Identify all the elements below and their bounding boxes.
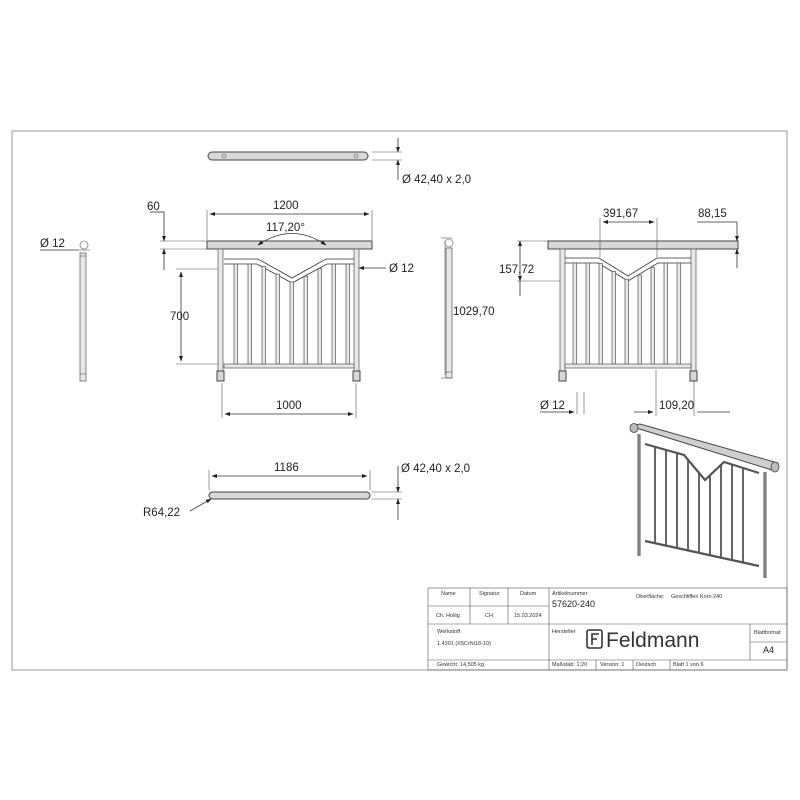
infill-bar [650,266,655,365]
language-label: Deutsch [636,662,656,668]
infill-bar [247,263,252,365]
infill-bar [303,275,308,365]
title-block: Name Signatur Datum Ch. Hollig CH 15.03.… [427,587,788,671]
infill-bar [611,271,616,365]
width-1000-dimension: 1000 [276,400,302,412]
drawing-date: 15.03.2024 [514,613,542,619]
manufacturer-label: Hersteller [552,629,576,635]
post-side-view: Ø 12 [40,238,90,382]
sheet-format-label: Blattformat [754,630,781,636]
infill-bar [345,263,350,365]
infill-bar [598,263,603,365]
dim-109-label: 109,20 [659,400,694,412]
bar-diameter-dimension-2: Ø 12 [540,400,565,412]
feldmann-logo-icon [586,629,603,649]
infill-bar [663,262,668,365]
infill-bar [289,281,294,365]
offset-60-dimension: 60 [147,201,160,213]
top-tube-view: Ø 42,40 x 2,0 [207,138,471,186]
post-diameter-dimension: Ø 12 [40,238,65,250]
dim-88-label: 88,15 [698,208,727,220]
dim-157-label: 157,72 [499,264,534,276]
drafter-signature: CH [485,613,493,619]
version-label: Version: 1 [600,662,624,668]
length-1186-dimension: 1186 [274,462,299,474]
front-view: 1200 117,20° 60 700 Ø 12 1000 [147,200,414,418]
drawing-frame [11,130,788,671]
dim-391-label: 391,67 [603,208,638,220]
col-signature-label: Signatur [479,591,500,597]
surface-label: Oberfläche: [636,594,665,600]
infill-bar [261,265,266,365]
infill-bar [275,273,280,365]
angle-dimension: 117,20° [266,222,305,234]
surface-value: Geschliffen Korn 240 [671,594,722,600]
article-number-label: Artikelnummer [552,591,588,597]
infill-bar [676,262,681,365]
col-date-label: Datum [520,591,537,597]
height-1029-dimension: 1029,70 [453,306,495,318]
width-1200-dimension: 1200 [273,200,299,212]
radius-dimension: R64,22 [143,507,180,519]
tube-top-dimension: Ø 42,40 x 2,0 [402,174,471,186]
sheet-number-label: Blatt 1 von 6 [673,662,704,668]
infill-bar [233,263,238,365]
sheet-format: A4 [763,645,774,655]
front-view-2: 391,67 88,15 157,72 Ø 12 109,20 [499,208,739,416]
post-side-view-2: 1029,70 [441,237,495,379]
infill-bar [317,268,322,365]
infill-bar [624,278,629,365]
scale-label: Maßstab: 1:20 [552,662,587,668]
material-value: 1.4301 (X5CrNi18-10) [437,641,491,647]
infill-bar [331,263,336,365]
article-number: 57620-240 [552,599,595,609]
weight-label: Gewicht: 14,505 kg [437,662,484,668]
infill-bar [637,274,642,365]
height-700-dimension: 700 [170,311,189,323]
bottom-tube-view: 1186 Ø 42,40 x 2,0 R64,22 [143,462,470,520]
infill-bar [585,262,590,365]
drafter-name: Ch. Hollig [436,613,460,619]
infill-bar [572,262,577,365]
col-name-label: Name [441,591,456,597]
bar-diameter-dimension: Ø 12 [389,263,414,275]
brand-name: Feldmann [606,629,699,652]
material-label: Werkstoff [437,629,460,635]
tube-bottom-dimension: Ø 42,40 x 2,0 [401,463,470,475]
isometric-view [629,423,780,578]
